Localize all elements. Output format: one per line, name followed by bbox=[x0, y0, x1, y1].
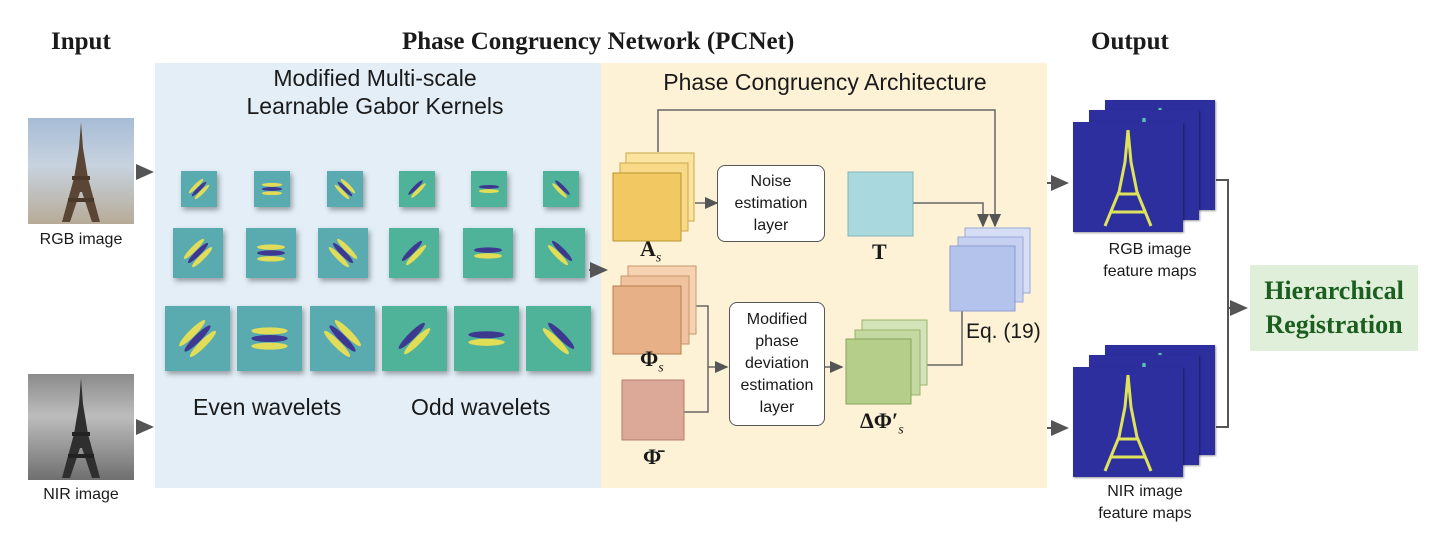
deviation-label: ΔΦ′s bbox=[860, 408, 904, 438]
gabor-kernel-even bbox=[173, 228, 223, 278]
nir-output-caption: NIR image feature maps bbox=[1070, 481, 1220, 525]
mean-phase-to-deviation-line bbox=[684, 367, 709, 413]
eiffel-tower-icon bbox=[62, 378, 100, 478]
amplitude-stack bbox=[612, 152, 695, 242]
threshold-to-output-arrow bbox=[913, 202, 989, 228]
phase-box-line5: layer bbox=[759, 399, 795, 416]
gabor-panel-title: Modified Multi-scale Learnable Gabor Ker… bbox=[200, 64, 550, 120]
noise-box-line2: estimation bbox=[734, 194, 808, 212]
gabor-kernel-even bbox=[327, 171, 363, 207]
feature-map bbox=[1073, 122, 1183, 232]
threshold-box bbox=[847, 171, 914, 237]
amplitude-bypass-line bbox=[657, 109, 1001, 228]
equation-label: Eq. (19) bbox=[966, 320, 1041, 343]
nir-input-image bbox=[28, 374, 134, 480]
gabor-kernel-even bbox=[237, 306, 302, 371]
phase-box-line1: Modified bbox=[746, 311, 808, 328]
phase-box-line3: deviation bbox=[744, 355, 810, 372]
hierarchical-registration-box: Hierarchical Registration bbox=[1250, 265, 1418, 351]
gabor-kernel-odd bbox=[389, 228, 439, 278]
gabor-kernel-odd bbox=[526, 306, 591, 371]
nir-input-caption: NIR image bbox=[43, 486, 119, 503]
phase-subscript: s bbox=[658, 360, 664, 376]
noise-box-line1: Noise bbox=[750, 172, 792, 190]
amplitude-symbol: A bbox=[640, 236, 656, 261]
noise-box-line3: layer bbox=[753, 216, 789, 234]
gabor-kernel-odd bbox=[399, 171, 435, 207]
phase-symbol: Φ bbox=[640, 346, 659, 371]
architecture-panel-title: Phase Congruency Architecture bbox=[663, 69, 987, 95]
rgb-output-line2: feature maps bbox=[1103, 263, 1197, 280]
gabor-kernel-odd bbox=[543, 171, 579, 207]
mean-phase-box bbox=[621, 379, 685, 441]
amplitude-subscript: s bbox=[655, 250, 662, 266]
gabor-kernel-even bbox=[181, 171, 217, 207]
gabor-kernel-odd bbox=[463, 228, 513, 278]
result-line2: Registration bbox=[1265, 310, 1403, 339]
nir-output-line2: feature maps bbox=[1098, 505, 1192, 522]
odd-wavelets-label: Odd wavelets bbox=[411, 394, 551, 420]
gabor-kernel-panel bbox=[155, 63, 601, 488]
feature-merge-line bbox=[1216, 179, 1229, 428]
input-heading: Input bbox=[51, 28, 111, 55]
gabor-kernel-odd bbox=[471, 171, 507, 207]
rgb-output-caption: RGB image feature maps bbox=[1075, 239, 1225, 283]
eiffel-tower-icon bbox=[62, 122, 100, 222]
gabor-kernel-even bbox=[246, 228, 296, 278]
nir-output-line1: NIR image bbox=[1107, 483, 1183, 500]
mean-phase-label: Φ̄ bbox=[643, 444, 662, 469]
threshold-label: T bbox=[872, 239, 887, 264]
deviation-to-output-arrow bbox=[927, 295, 968, 366]
phase-deviation-box: Modified phase deviation estimation laye… bbox=[729, 302, 825, 426]
gabor-kernel-even bbox=[254, 171, 290, 207]
deviation-symbol: ΔΦ′ bbox=[860, 408, 899, 433]
gabor-kernel-even bbox=[165, 306, 230, 371]
gabor-kernel-odd bbox=[535, 228, 585, 278]
phase-congruency-output-stack bbox=[949, 227, 1031, 312]
output-heading: Output bbox=[1091, 28, 1169, 55]
feature-map bbox=[1073, 367, 1183, 477]
phase-label: Φs bbox=[640, 346, 664, 376]
rgb-input-caption: RGB image bbox=[39, 231, 123, 248]
deviation-stack bbox=[845, 319, 928, 405]
gabor-title-line2: Learnable Gabor Kernels bbox=[246, 93, 504, 119]
gabor-kernel-even bbox=[310, 306, 375, 371]
deviation-subscript: s bbox=[898, 422, 904, 438]
noise-estimation-box: Noise estimation layer bbox=[717, 165, 825, 242]
rgb-input-image bbox=[28, 118, 134, 224]
gabor-title-line1: Modified Multi-scale bbox=[273, 65, 477, 91]
phase-stack bbox=[612, 265, 697, 355]
gabor-kernel-odd bbox=[382, 306, 447, 371]
network-heading: Phase Congruency Network (PCNet) bbox=[402, 28, 795, 55]
phase-box-line2: phase bbox=[755, 333, 799, 350]
result-line1: Hierarchical bbox=[1264, 276, 1404, 305]
phase-box-line4: estimation bbox=[740, 377, 814, 394]
gabor-kernel-even bbox=[318, 228, 368, 278]
rgb-output-line1: RGB image bbox=[1108, 241, 1192, 258]
even-wavelets-label: Even wavelets bbox=[193, 394, 342, 420]
gabor-kernel-odd bbox=[454, 306, 519, 371]
phase-to-deviation-arrow bbox=[696, 305, 729, 373]
amplitude-label: As bbox=[640, 236, 661, 266]
